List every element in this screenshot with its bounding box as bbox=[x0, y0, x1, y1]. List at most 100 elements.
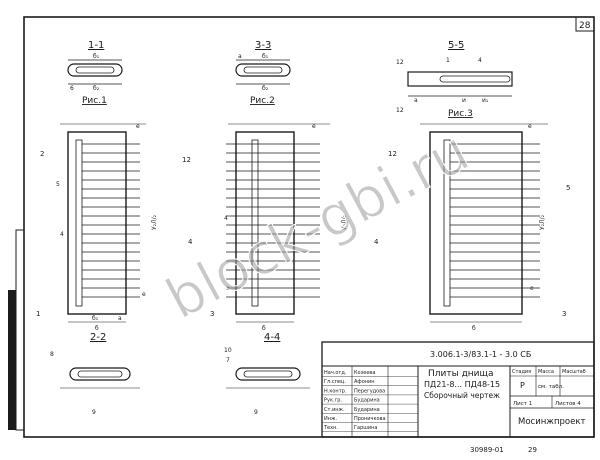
stamp-role: Гл.спец. bbox=[324, 379, 346, 385]
page-number: 28 bbox=[579, 21, 591, 31]
section-1-1-body bbox=[67, 63, 123, 77]
svg-text:е: е bbox=[136, 123, 140, 130]
svg-text:б: б bbox=[262, 325, 266, 332]
svg-text:2: 2 bbox=[40, 150, 44, 158]
stamp-title-2: ПД21-8... ПД48-15 bbox=[424, 380, 500, 389]
stamp-role: Н.контр. bbox=[324, 388, 347, 394]
stage-value: Р bbox=[520, 381, 525, 390]
mass-value: см. табл. bbox=[538, 384, 564, 390]
svg-text:У₂Л/₂: У₂Л/₂ bbox=[341, 214, 348, 230]
org-name: Мосинжпроект bbox=[518, 417, 585, 427]
svg-text:а: а bbox=[118, 315, 122, 322]
svg-text:3: 3 bbox=[562, 310, 566, 318]
rebar-lines-1 bbox=[82, 143, 140, 298]
stamp-role: Рук.гр. bbox=[324, 398, 342, 404]
svg-text:б₁: б₁ bbox=[262, 53, 269, 60]
svg-text:б₁: б₁ bbox=[92, 315, 99, 322]
svg-text:б: б bbox=[472, 325, 476, 332]
stamp-name: Бударина bbox=[354, 398, 380, 404]
bottom-code: 30989-01 bbox=[470, 446, 504, 454]
left-side-strip: Инв.№подл. Подп. и дата Взам. инв.№ bbox=[8, 229, 25, 431]
section-4-4-label: 4-4 bbox=[264, 332, 280, 343]
svg-text:6: 6 bbox=[70, 85, 74, 92]
svg-text:б₁: б₁ bbox=[93, 53, 100, 60]
ris3-label: Рис.3 bbox=[448, 109, 473, 119]
svg-text:и₁: и₁ bbox=[482, 97, 489, 104]
section-4-4-body bbox=[235, 367, 301, 381]
svg-text:4: 4 bbox=[224, 215, 228, 222]
svg-text:б₂: б₂ bbox=[262, 85, 269, 92]
svg-text:1: 1 bbox=[36, 310, 40, 318]
col-mass: Масса bbox=[538, 369, 554, 375]
side-strip-text: Инв.№подл. Подп. и дата Взам. инв.№ bbox=[9, 304, 16, 425]
svg-text:4: 4 bbox=[478, 57, 482, 64]
section-1-1: 1-1 б₁ б₂ 6 Рис.1 bbox=[67, 40, 123, 106]
stamp-rows: Нач.отд.КозееваГл.спец.АфонинН.контр.Пер… bbox=[322, 370, 418, 432]
svg-text:а: а bbox=[238, 53, 242, 60]
svg-text:1: 1 bbox=[446, 57, 450, 64]
plan-view-3: е 12 4 5 е б 3 У₂Л/₂ bbox=[374, 123, 570, 332]
svg-text:3: 3 bbox=[210, 310, 214, 318]
svg-text:е: е bbox=[528, 123, 532, 130]
col-stage: Стадия bbox=[512, 369, 531, 375]
rebar-lines-3 bbox=[450, 143, 540, 298]
stamp-title-3: Сборочный чертеж bbox=[424, 391, 500, 400]
sheets-label: Листов 4 bbox=[555, 401, 581, 407]
svg-text:10: 10 bbox=[224, 347, 232, 354]
section-5-5-body bbox=[407, 71, 513, 87]
svg-text:е: е bbox=[312, 123, 316, 130]
svg-text:4: 4 bbox=[188, 238, 193, 246]
stamp-role: Техн. bbox=[323, 425, 338, 431]
ris2-label: Рис.2 bbox=[250, 96, 275, 106]
svg-text:9: 9 bbox=[92, 409, 96, 416]
section-1-1-label: 1-1 bbox=[88, 40, 104, 51]
stamp-role: Ст.инж. bbox=[324, 407, 345, 413]
section-2-2: 2-2 8 9 bbox=[50, 332, 140, 416]
stamp-role: Инж. bbox=[324, 416, 338, 422]
stamp-name: Бударина bbox=[354, 407, 380, 413]
svg-text:а: а bbox=[414, 97, 418, 104]
section-3-3: 3-3 б₁ а б₂ Рис.2 bbox=[235, 40, 291, 106]
svg-text:12: 12 bbox=[388, 150, 397, 158]
section-4-4: 4-4 10 7 9 bbox=[224, 332, 310, 416]
svg-text:е: е bbox=[226, 285, 230, 292]
sheet-label: Лист 1 bbox=[513, 401, 532, 407]
stamp-name: Афонин bbox=[354, 379, 375, 385]
plan-view-1: е 2 5 4 е б₁ а б 1 bbox=[36, 123, 146, 332]
watermark: block-gbi.ru bbox=[156, 119, 479, 332]
svg-text:е: е bbox=[530, 285, 534, 292]
stamp-name: Гаршина bbox=[354, 425, 377, 431]
ris1-label: Рис.1 bbox=[82, 96, 107, 106]
section-2-2-label: 2-2 bbox=[90, 332, 106, 343]
doc-code: 3.006.1-3/83.1-1 - 3.0 СБ bbox=[430, 350, 531, 359]
section-3-3-body bbox=[235, 63, 291, 77]
page-number-box bbox=[575, 16, 595, 32]
svg-text:9: 9 bbox=[254, 409, 258, 416]
svg-text:и: и bbox=[462, 97, 466, 104]
stamp-name: Козеева bbox=[354, 370, 375, 376]
svg-text:5: 5 bbox=[566, 184, 570, 192]
svg-text:12: 12 bbox=[396, 59, 404, 66]
svg-text:5: 5 bbox=[56, 181, 60, 188]
section-5-5: 5-5 12 1 4 а и и₁ 12 Рис.3 bbox=[396, 40, 513, 119]
svg-text:8: 8 bbox=[50, 351, 54, 358]
svg-text:б₂: б₂ bbox=[93, 85, 100, 92]
section-5-5-label: 5-5 bbox=[448, 40, 464, 51]
col-scale: Масштаб bbox=[562, 369, 586, 375]
stamp-name: Проничкова bbox=[354, 416, 386, 422]
plan-view-2: е 12 4 4 е б 3 bbox=[182, 123, 330, 332]
rebar-lines-2 bbox=[226, 143, 320, 298]
stamp-name: Перегудова bbox=[354, 388, 385, 394]
svg-text:б: б bbox=[95, 325, 99, 332]
svg-text:4: 4 bbox=[60, 231, 64, 238]
title-block: Нач.отд.КозееваГл.спец.АфонинН.контр.Пер… bbox=[321, 341, 595, 438]
sheet-frame bbox=[23, 16, 595, 438]
stamp-title-1: Плиты днища bbox=[428, 369, 494, 379]
section-3-3-label: 3-3 bbox=[255, 40, 271, 51]
svg-text:У₂Л/₂: У₂Л/₂ bbox=[539, 214, 546, 230]
svg-text:е: е bbox=[142, 291, 146, 298]
svg-text:У₂Л/₂: У₂Л/₂ bbox=[151, 214, 158, 230]
bottom-page: 29 bbox=[528, 446, 537, 454]
svg-text:7: 7 bbox=[226, 357, 230, 364]
